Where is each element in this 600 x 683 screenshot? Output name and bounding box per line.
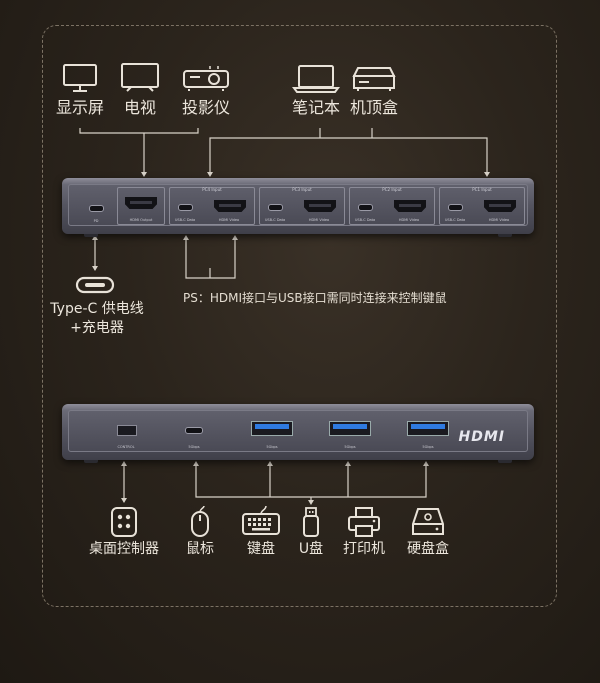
control-port-label: CONTROL: [117, 445, 135, 449]
group-label: PC1 Input: [472, 187, 492, 192]
usbc-data-port[interactable]: [268, 204, 283, 211]
typec-label-line2: +充电器: [70, 320, 124, 336]
usba-port-label: 5Gbps: [266, 445, 278, 449]
device-label: 硬盘盒: [407, 541, 449, 557]
projector-icon: [183, 66, 229, 91]
hub-foot: [498, 234, 512, 237]
ps-note: PS：HDMI接口与USB接口需同时连接来控制键鼠: [183, 291, 447, 305]
usba-port-2[interactable]: [329, 421, 371, 436]
laptop-icon: [292, 65, 340, 93]
typec-power-label: Type-C 供电线 +充电器: [42, 300, 152, 338]
hdmi-label: HDMI Video: [488, 218, 510, 222]
usb-label: USB-C Data: [174, 218, 196, 222]
device-hdd: 硬盘盒: [400, 506, 456, 558]
hdmi-label: HDMI Video: [308, 218, 330, 222]
tv-icon: [121, 63, 159, 92]
device-laptop: 笔记本: [284, 62, 348, 118]
hub-foot: [498, 460, 512, 463]
set-top-box-icon: [352, 67, 396, 91]
hdmi-input-port[interactable]: [214, 200, 246, 212]
control-port[interactable]: [117, 425, 137, 436]
device-label: 鼠标: [186, 541, 214, 557]
keyboard-icon: [242, 506, 280, 535]
power-port-label: PD: [93, 219, 99, 223]
device-keyboard: 键盘: [236, 506, 286, 558]
device-controller: 桌面控制器: [84, 506, 164, 558]
hub-back-panel: CONTROL 5Gbps 5Gbps 5Gbps 5Gbps HDMI: [68, 410, 528, 452]
group-label: PC4 Input: [202, 187, 222, 192]
hdmi-logo: HDMI: [458, 429, 505, 445]
desktop-controller-icon: [111, 507, 137, 537]
printer-icon: [348, 507, 380, 537]
device-monitor: 显示屏: [50, 62, 110, 118]
pc1-input-group: PC1 Input USB-C Data HDMI Video: [439, 187, 525, 225]
usba-port-1[interactable]: [251, 421, 293, 436]
device-label: 投影仪: [181, 98, 230, 117]
kvm-hub-front: PD HDMI Output PC4 Input USB-C Data HDMI…: [62, 178, 534, 237]
mouse-icon: [191, 506, 209, 537]
usbc-port-label: 5Gbps: [188, 445, 200, 449]
usbc-data-port[interactable]: [448, 204, 463, 211]
usbc-data-port[interactable]: [358, 204, 373, 211]
usba-port-label: 5Gbps: [422, 445, 434, 449]
device-mouse: 鼠标: [180, 506, 220, 558]
usbc-data-port[interactable]: [178, 204, 193, 211]
usba-port-3[interactable]: [407, 421, 449, 436]
diagram-frame: [42, 25, 557, 607]
group-label: PC2 Input: [382, 187, 402, 192]
usb-label: USB-C Data: [354, 218, 376, 222]
power-usbc-port[interactable]: [89, 205, 104, 212]
hub-foot: [84, 234, 98, 237]
hub-foot: [84, 460, 98, 463]
device-udisk: U盘: [293, 506, 329, 558]
device-printer: 打印机: [336, 506, 392, 558]
device-label: 机顶盒: [349, 98, 398, 117]
hdmi-input-port[interactable]: [484, 200, 516, 212]
hdmi-input-port[interactable]: [394, 200, 426, 212]
hdmi-output-port[interactable]: [125, 197, 157, 209]
kvm-hub-back: CONTROL 5Gbps 5Gbps 5Gbps 5Gbps HDMI: [62, 404, 534, 463]
pc4-input-group: PC4 Input USB-C Data HDMI Video: [169, 187, 255, 225]
device-projector: 投影仪: [174, 62, 238, 118]
pc3-input-group: PC3 Input USB-C Data HDMI Video: [259, 187, 345, 225]
usb-label: USB-C Data: [264, 218, 286, 222]
device-label: 显示屏: [55, 98, 104, 117]
hdmi-label: HDMI Video: [218, 218, 240, 222]
hard-drive-box-icon: [412, 508, 444, 535]
typec-label-line1: Type-C 供电线: [50, 301, 144, 317]
group-label: PC3 Input: [292, 187, 312, 192]
monitor-icon: [63, 64, 97, 92]
device-tv: 电视: [114, 62, 166, 118]
device-label: 笔记本: [291, 98, 340, 117]
hdmi-output-label: HDMI Output: [129, 218, 153, 222]
device-label: U盘: [298, 541, 324, 557]
hdmi-input-port[interactable]: [304, 200, 336, 212]
hub-front-panel: PD HDMI Output PC4 Input USB-C Data HDMI…: [68, 184, 528, 226]
usbc-cable-icon: [75, 276, 115, 294]
device-label: 打印机: [343, 541, 385, 557]
usb-label: USB-C Data: [444, 218, 466, 222]
usbc-5gbps-port[interactable]: [185, 427, 203, 434]
usba-port-label: 5Gbps: [344, 445, 356, 449]
pc2-input-group: PC2 Input USB-C Data HDMI Video: [349, 187, 435, 225]
device-label: 键盘: [247, 541, 275, 557]
hdmi-output-group: HDMI Output: [117, 187, 165, 225]
device-label: 桌面控制器: [89, 541, 159, 557]
device-label: 电视: [123, 98, 156, 117]
device-settop: 机顶盒: [344, 62, 404, 118]
usb-drive-icon: [303, 507, 319, 537]
hdmi-label: HDMI Video: [398, 218, 420, 222]
